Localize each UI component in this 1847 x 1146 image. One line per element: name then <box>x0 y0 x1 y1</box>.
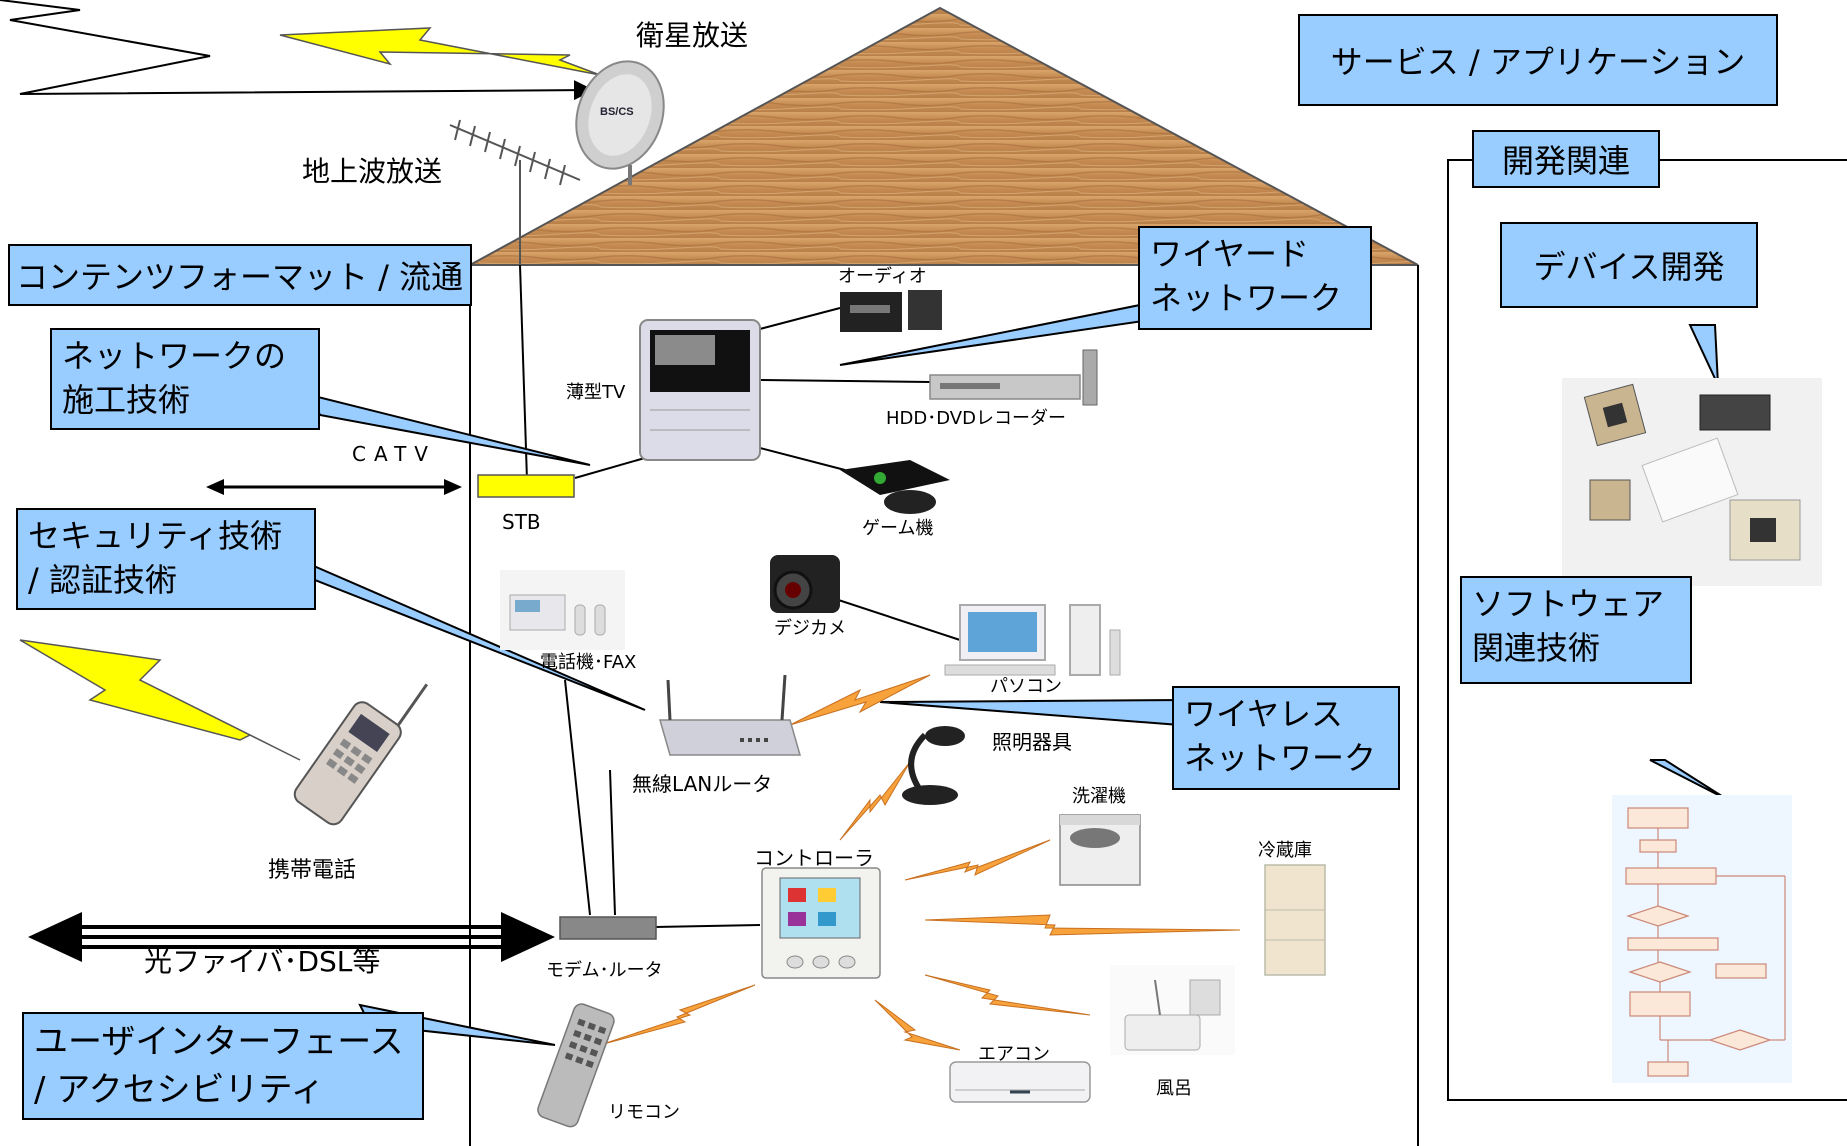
catv-label: CATV <box>352 442 436 466</box>
software-line-2: 関連技術 <box>1472 629 1601 667</box>
terrestrial-label: 地上波放送 <box>302 155 443 188</box>
flat-tv-icon <box>639 319 761 461</box>
fiber-double-arrow <box>28 912 555 962</box>
hdd-dvd-label: HDD･DVDレコーダー <box>886 408 1066 429</box>
washer-label: 洗濯機 <box>1072 786 1126 807</box>
game-console-icon <box>840 460 950 514</box>
bathtub-icon <box>1110 965 1235 1055</box>
fiber-label: 光ファイバ･DSL等 <box>144 945 381 978</box>
wireless-bolts <box>599 674 1241 1051</box>
wired-line-1: ワイヤード <box>1150 235 1310 273</box>
user-interface-line-2: / アクセシビリティ <box>34 1070 325 1110</box>
user-interface-callout: ユーザインターフェース / アクセシビリティ <box>22 1012 424 1120</box>
audio-label: オーディオ <box>838 266 927 287</box>
wireless-router-icon <box>659 674 801 756</box>
mobile-bolt-icon <box>19 639 301 761</box>
mobile-phone-label: 携帯電話 <box>268 858 357 883</box>
content-format-callout: コンテンツフォーマット / 流通 <box>8 244 472 306</box>
game-label: ゲーム機 <box>862 518 934 539</box>
pc-label: パソコン <box>990 676 1062 697</box>
wireless-line-1: ワイヤレス <box>1184 695 1344 733</box>
flat-tv-label: 薄型TV <box>566 382 626 403</box>
dev-section-title: 開発関連 <box>1472 130 1660 188</box>
remote-control-icon <box>537 1003 615 1128</box>
user-interface-line-1: ユーザインターフェース <box>34 1022 404 1062</box>
security-line-2: / 認証技術 <box>28 561 177 599</box>
aircon-label: エアコン <box>978 1044 1050 1065</box>
wireless-network-callout: ワイヤレス ネットワーク <box>1172 686 1400 790</box>
audio-system-icon <box>840 290 942 332</box>
wireless-line-2: ネットワーク <box>1184 739 1377 777</box>
network-construction-line-2: 施工技術 <box>62 381 191 419</box>
refrigerator-icon <box>1264 864 1326 976</box>
svg-text:BS/CS: BS/CS <box>600 106 634 118</box>
wired-line-2: ネットワーク <box>1150 279 1343 317</box>
callout-pointers <box>296 298 1729 1046</box>
device-development-box: デバイス開発 <box>1500 222 1758 308</box>
wireless-router-label: 無線LANルータ <box>632 772 773 796</box>
roof <box>469 6 1419 266</box>
digital-camera-icon <box>770 555 840 613</box>
washing-machine-icon <box>1059 814 1141 886</box>
air-conditioner-icon <box>949 1061 1091 1103</box>
satellite-dish-icon: BS/CS <box>575 60 665 185</box>
phone-fax-icon <box>500 570 625 650</box>
satellite-label: 衛星放送 <box>636 19 749 52</box>
phone-fax-label: 電話機･FAX <box>540 652 637 673</box>
software-tech-box: ソフトウェア 関連技術 <box>1460 576 1692 684</box>
controller-label: コントローラ <box>754 846 874 870</box>
stb-box <box>477 474 575 498</box>
broadcast-signal-arrow <box>0 0 594 101</box>
wired-network-callout: ワイヤード ネットワーク <box>1138 226 1372 330</box>
software-line-1: ソフトウェア <box>1472 585 1665 623</box>
mobile-phone-icon <box>293 683 429 826</box>
network-construction-line-1: ネットワークの <box>62 337 287 375</box>
tv-antenna-icon <box>449 119 581 481</box>
controller-device-icon <box>761 867 881 979</box>
personal-computer-icon <box>944 604 1121 676</box>
desk-lamp-icon <box>902 726 965 805</box>
device-development-photo <box>1562 378 1822 586</box>
hdd-dvd-recorder-icon <box>929 349 1098 406</box>
security-line-1: セキュリティ技術 <box>28 517 283 555</box>
satellite-bolt-icon <box>279 27 601 76</box>
lighting-label: 照明器具 <box>992 730 1072 754</box>
dev-section-frame <box>1447 159 1847 1101</box>
stb-label: STB <box>502 510 541 534</box>
modem-label: モデム･ルータ <box>546 960 663 981</box>
modem-router-icon <box>559 916 657 940</box>
fridge-label: 冷蔵庫 <box>1258 840 1312 861</box>
remote-label: リモコン <box>608 1102 680 1123</box>
services-applications-box: サービス / アプリケーション <box>1298 14 1778 106</box>
camera-label: デジカメ <box>774 618 846 639</box>
network-construction-callout: ネットワークの 施工技術 <box>50 328 320 430</box>
software-flowchart-image <box>1612 795 1792 1083</box>
bath-label: 風呂 <box>1156 1078 1192 1099</box>
security-callout: セキュリティ技術 / 認証技術 <box>16 508 316 610</box>
